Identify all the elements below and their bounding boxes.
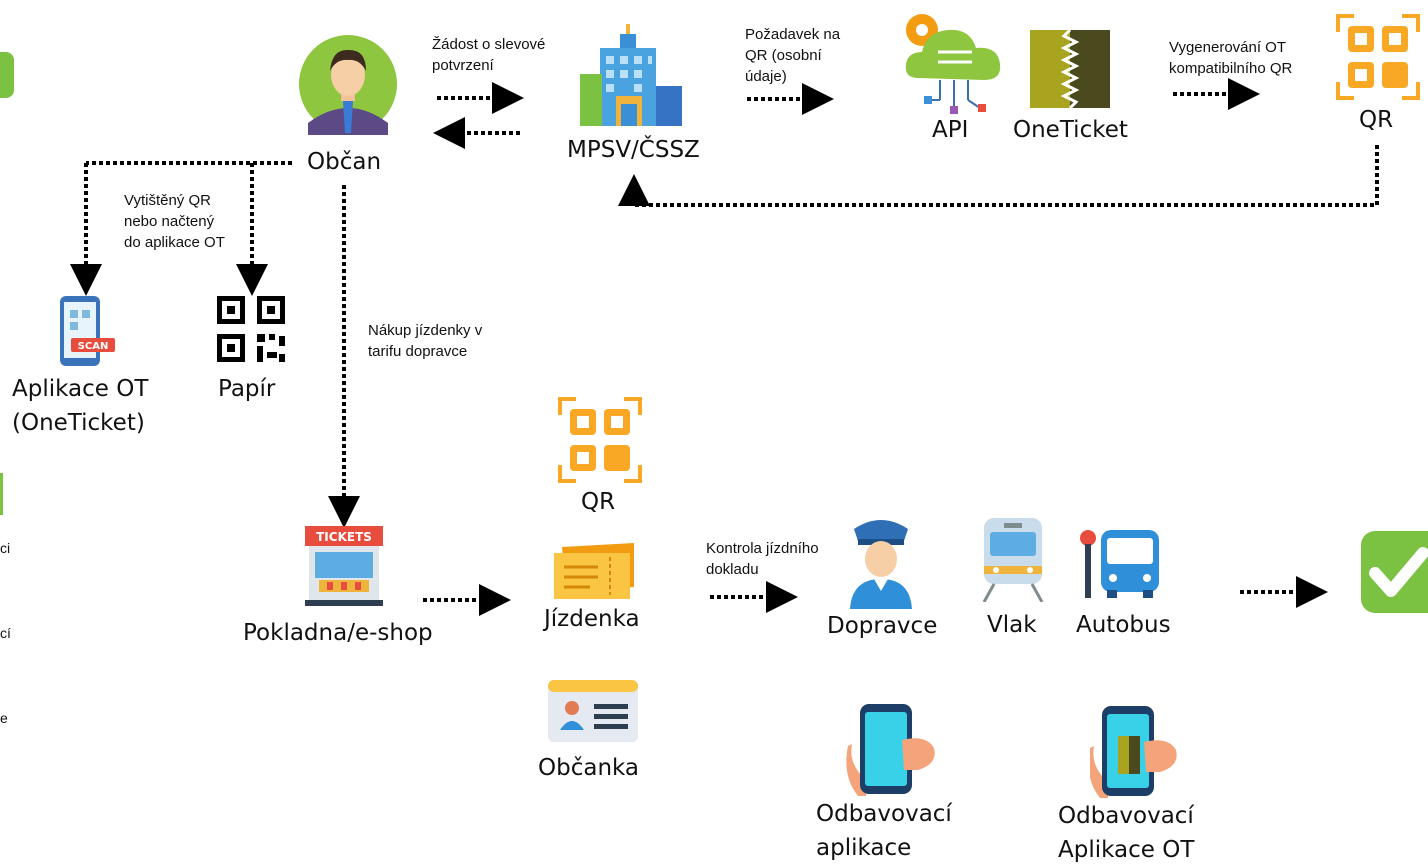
qr-code-icon <box>1336 14 1420 105</box>
edge-fragment-2: cí <box>0 625 11 641</box>
node-aplikace-ot-label-1: Aplikace OT <box>12 376 149 402</box>
id-card-icon <box>548 680 638 747</box>
check-icon <box>1361 531 1428 618</box>
hand-phone-icon <box>846 704 938 801</box>
svg-text:TICKETS: TICKETS <box>316 530 372 544</box>
office-building-icon <box>580 24 682 133</box>
oneticket-logo-icon <box>1030 28 1110 113</box>
edge-fragment-3: e <box>0 710 8 726</box>
node-api-label: API <box>932 117 969 143</box>
node-pokladna-label: Pokladna/e-shop <box>243 620 433 646</box>
node-obcanka-label: Občanka <box>538 755 640 781</box>
node-odbav-app-label-1: Odbavovací <box>816 801 952 827</box>
node-oneticket-label: OneTicket <box>1013 117 1128 143</box>
hand-phone-ot-icon <box>1088 706 1182 803</box>
conductor-icon <box>846 517 916 614</box>
ticket-icon <box>554 543 636 604</box>
node-obcan-label: Občan <box>307 149 382 175</box>
node-papir-label: Papír <box>218 376 276 402</box>
node-mpsv-label: MPSV/ČSSZ <box>567 137 700 163</box>
ticket-booth-icon: TICKETS <box>305 526 383 611</box>
qr-code-mid-icon <box>558 397 642 488</box>
edge-fragment-1: ci <box>0 540 11 556</box>
edge-green-tab-top <box>0 52 14 98</box>
node-aplikace-ot-label-2: (OneTicket) <box>12 410 145 436</box>
node-odbav-app-label-2: aplikace <box>816 835 912 861</box>
node-odbav-ot-label-1: Odbavovací <box>1058 803 1194 829</box>
phone-scan-icon: SCAN <box>57 296 115 371</box>
svg-text:SCAN: SCAN <box>78 341 109 352</box>
printed-qr-icon <box>217 296 287 369</box>
node-dopravce-label: Dopravce <box>827 613 938 639</box>
person-avatar-icon <box>298 33 398 140</box>
node-vlak-label: Vlak <box>987 612 1037 638</box>
train-icon <box>980 518 1046 607</box>
edge-green-tab-mid <box>0 473 3 515</box>
node-odbav-ot-label-2: Aplikace OT <box>1058 837 1195 863</box>
bus-icon <box>1077 528 1161 603</box>
node-autobus-label: Autobus <box>1076 612 1171 638</box>
node-jizdenka-label: Jízdenka <box>544 606 640 632</box>
cloud-api-icon <box>900 8 1006 123</box>
node-qr-top-label: QR <box>1359 107 1394 133</box>
arrow-qr-to-mpsv <box>618 145 1379 207</box>
node-qr-mid-label: QR <box>581 489 616 515</box>
